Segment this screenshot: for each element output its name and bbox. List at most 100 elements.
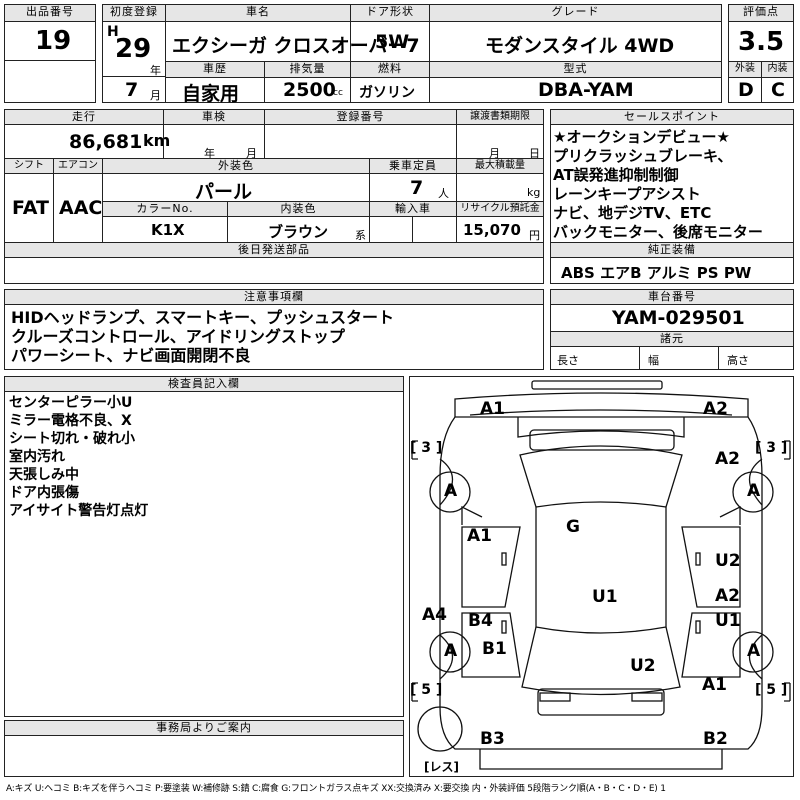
sales-line: プリクラッシュブレーキ、 <box>553 147 733 165</box>
notes-line: HIDヘッドランプ、スマートキー、プッシュスタート <box>11 308 395 327</box>
sales-line: バックモニター、後席モニター <box>553 223 763 241</box>
plate-label: 登録番号 <box>264 109 457 125</box>
width-label: 幅 <box>648 354 659 367</box>
standard-label: 純正装備 <box>550 242 794 258</box>
mark-front-right: A2 <box>703 399 728 419</box>
score-box: 3.5 <box>728 21 794 62</box>
inspector-line: ミラー電格不良、X <box>9 413 132 429</box>
inspector-line: ドア内張傷 <box>9 485 79 501</box>
lot-box: 19 <box>4 21 96 61</box>
reg-year-unit: 年 <box>150 64 161 77</box>
inspector-box: センターピラー小U ミラー電格不良、X シート切れ・破れ小 室内汚れ 天張しみ中… <box>4 391 404 717</box>
sales-box: ★オークションデビュー★ プリクラッシュブレーキ、 AT誤発進抑制制御 レーンキ… <box>550 124 794 243</box>
inspection-year-unit: 年 <box>204 147 215 160</box>
sales-line: AT誤発進抑制制御 <box>553 166 679 184</box>
model-box: DBA-YAM <box>429 77 722 103</box>
inspector-line: アイサイト警告灯点灯 <box>9 503 149 519</box>
grade-label: グレード <box>429 4 722 22</box>
car-name: エクシーガ クロスオーバー7 <box>172 35 420 57</box>
displacement-value: 2500 <box>283 79 336 101</box>
width-box: 幅 <box>639 346 719 370</box>
inspector-label: 検査員記入欄 <box>4 376 404 392</box>
mark-left-rear-fender: B1 <box>482 639 507 659</box>
ext-color-label: 外装色 <box>102 158 370 174</box>
legend-text: A:キズ U:ヘコミ B:キズを伴うヘコミ P:要塗装 W:補修跡 S:錆 C:… <box>6 784 666 794</box>
history-value: 自家用 <box>182 83 240 105</box>
car-name-label: 車名 <box>165 4 351 22</box>
recycle-box: 15,070 円 <box>456 216 544 243</box>
int-color-value: ブラウン <box>268 223 329 241</box>
notes-line: パワーシート、ナビ画面開閉不良 <box>11 346 251 365</box>
recycle-unit: 円 <box>529 229 540 242</box>
int-color-label: 内装色 <box>227 201 370 217</box>
bracket-fr: [ 3 ] <box>755 440 788 456</box>
max-load-box: kg <box>456 173 544 202</box>
car-diagram: A1 A2 A2 [ 3 ] [ 3 ] [ 5 ] [ 5 ] A A A A… <box>409 376 794 777</box>
displacement-label: 排気量 <box>264 61 351 78</box>
doors-box: 5W <box>350 21 430 62</box>
int-color-box: ブラウン 系 <box>227 216 370 243</box>
mark-left-side: A4 <box>422 605 447 625</box>
car-name-box: エクシーガ クロスオーバー7 <box>165 21 420 62</box>
bracket-rr: [ 5 ] <box>755 682 788 698</box>
doors-label: ドア形状 <box>350 4 430 22</box>
displacement-box: 2500 cc <box>264 77 351 103</box>
bracket-fl: [ 3 ] <box>410 440 443 456</box>
aircon-label: エアコン <box>53 158 103 174</box>
model-value: DBA-YAM <box>538 79 634 101</box>
mileage-value: 86,681 <box>69 131 143 153</box>
fuel-label: 燃料 <box>350 61 430 78</box>
recycle-label: リサイクル預託金 <box>456 201 544 217</box>
mark-right-rear-door-b: U1 <box>715 611 741 631</box>
reg-era: H <box>107 24 119 40</box>
mark-rear-left: B3 <box>480 729 505 749</box>
mark-right-rear-fender: A1 <box>702 675 727 695</box>
tire-fl-mark: A <box>444 481 458 501</box>
ext-color-value: パール <box>195 181 253 203</box>
ext-color-box: パール <box>102 173 370 203</box>
color-no-value: K1X <box>151 221 185 239</box>
notes-lines: HIDヘッドランプ、スマートキー、プッシュスタート クルーズコントロール、アイド… <box>11 308 394 365</box>
aircon-value: AAC <box>59 197 103 219</box>
reg-box: H 29 年 <box>102 21 166 77</box>
transfer-box: 月 日 <box>456 124 544 160</box>
int-color-unit: 系 <box>355 229 366 242</box>
capacity-label: 乗車定員 <box>369 158 457 174</box>
chassis-label: 車台番号 <box>550 289 794 305</box>
history-box: 自家用 <box>165 77 265 105</box>
mark-roof: G <box>566 517 580 537</box>
inspector-lines: センターピラー小U ミラー電格不良、X シート切れ・破れ小 室内汚れ 天張しみ中… <box>9 394 148 520</box>
chassis-value: YAM-029501 <box>612 307 745 329</box>
sales-lines: ★オークションデビュー★ プリクラッシュブレーキ、 AT誤発進抑制制御 レーンキ… <box>553 128 763 242</box>
import-box-b <box>412 216 457 243</box>
capacity-unit: 人 <box>438 187 449 200</box>
history-label: 車歴 <box>165 61 265 78</box>
mark-left-rear-door: B4 <box>468 611 493 631</box>
transfer-label: 譲渡書類期限 <box>456 109 544 125</box>
sales-label: セールスポイント <box>550 109 794 125</box>
shift-label: シフト <box>4 158 54 174</box>
mark-center: U1 <box>592 587 618 607</box>
notes-label: 注意事項欄 <box>4 289 544 305</box>
int-label: 内装 <box>761 61 794 78</box>
later-parts-box <box>4 257 544 284</box>
sales-line: ★オークションデビュー★ <box>553 128 730 146</box>
transfer-month-unit: 月 <box>489 147 500 160</box>
office-box <box>4 735 404 777</box>
standard-box: ABS エアB アルミ PS PW <box>550 257 794 284</box>
ext-score: D <box>738 79 754 101</box>
transfer-day-unit: 日 <box>529 147 540 160</box>
max-load-unit: kg <box>527 186 541 199</box>
mark-right-front-door: U2 <box>715 551 741 571</box>
lot-blank <box>4 60 96 103</box>
aircon-box: AAC <box>53 173 103 243</box>
recycle-value: 15,070 <box>463 221 521 239</box>
notes-line: クルーズコントロール、アイドリングストップ <box>11 327 345 346</box>
capacity-box: 7 人 <box>369 173 457 202</box>
later-parts-label: 後日発送部品 <box>4 242 544 258</box>
notes-box: HIDヘッドランプ、スマートキー、プッシュスタート クルーズコントロール、アイド… <box>4 304 544 370</box>
mileage-label: 走行 <box>4 109 164 125</box>
inspection-box: 年 月 <box>163 124 265 160</box>
ext-label: 外装 <box>728 61 762 78</box>
bracket-rl: [ 5 ] <box>410 682 443 698</box>
